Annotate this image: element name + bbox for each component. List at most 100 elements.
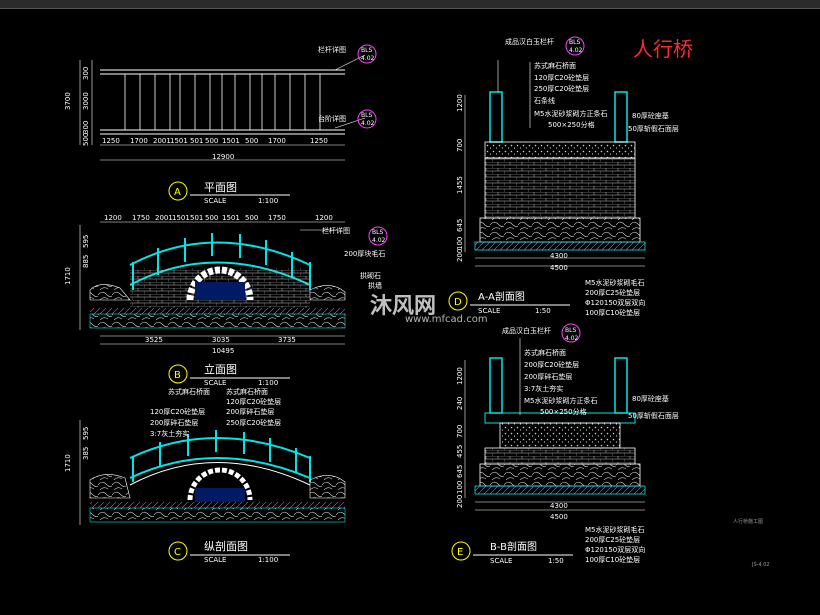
long-dim-left-2: 595 <box>82 427 90 440</box>
view-b-scale-label: SCALE <box>204 379 226 387</box>
plan-dim-10: 1250 <box>310 137 328 145</box>
plan-dim-3: 2001 <box>153 137 171 145</box>
long-note-r4: 250厚C20砼垫层 <box>226 418 281 427</box>
sa-note-5: M5水泥砂浆砌方正条石 <box>534 109 608 118</box>
plan-dim-7: 1501 <box>222 137 240 145</box>
sa-dim-b1: 4300 <box>550 252 568 260</box>
sb-note-4: 3:7灰土夯实 <box>524 384 563 393</box>
view-labels <box>168 181 573 561</box>
elev-dim-7: 1501 <box>222 214 240 222</box>
footer-code-small: JS-4.02 <box>751 562 770 568</box>
sb-tag-bottom: 4.02 <box>565 335 579 342</box>
elev-total: 10495 <box>212 347 234 355</box>
elev-dim-b2: 3035 <box>212 336 230 344</box>
sa-bottom-2: 200厚C25砼垫层 <box>585 288 640 297</box>
long-note-r3: 200厚碎石垫层 <box>226 407 274 416</box>
sb-dim-left-2: 240 <box>456 397 464 410</box>
drawing-title: 人行桥 <box>633 37 693 61</box>
watermark-logo: 沐风网 <box>370 294 437 319</box>
view-c-letter: C <box>174 547 181 558</box>
view-d-scale-label: SCALE <box>478 307 500 315</box>
sb-dim-left-7: 200 <box>456 495 464 508</box>
plan-dim-8: 500 <box>245 137 258 145</box>
elev-dim-8: 500 <box>245 214 258 222</box>
sb-note-5: M5水泥砂浆砌方正条石 <box>524 396 598 405</box>
view-e-scale-label: SCALE <box>490 557 512 565</box>
elev-callout-arch2: 拱墙 <box>368 281 382 290</box>
view-d-name: A-A剖面图 <box>478 290 525 303</box>
sb-right-2: 50厚斩假石面层 <box>628 411 679 420</box>
long-note-r2: 120厚C20砼垫层 <box>226 397 281 406</box>
elev-callout-stone: 200厚块毛石 <box>344 249 385 258</box>
long-note-1: 苏式麻石桥面 <box>168 387 210 396</box>
view-b-letter: B <box>174 370 181 381</box>
sb-bottom-1: M5水泥砂浆砌毛石 <box>585 525 645 534</box>
elev-dim-b1: 3525 <box>145 336 163 344</box>
view-b-scale: 1:100 <box>258 379 278 387</box>
sa-dim-left-1: 1200 <box>456 94 464 112</box>
sa-note-6: 500×250分格 <box>548 120 595 129</box>
view-a-scale: 1:100 <box>258 197 278 205</box>
sa-dim-left-5: 100 <box>456 237 464 250</box>
sa-right-2: 50厚斩假石面层 <box>628 124 679 133</box>
elev-dim-left-2: 595 <box>82 235 90 248</box>
long-dim-left-3: 385 <box>82 447 90 460</box>
view-b-name: 立面图 <box>204 362 237 376</box>
plan-tag-bottom-2: 4.02 <box>361 120 375 127</box>
sa-note-2: 120厚C20砼垫层 <box>534 73 589 82</box>
view-c-name: 纵剖面图 <box>204 539 248 553</box>
section-b-view <box>464 323 646 511</box>
long-section-view <box>79 420 346 525</box>
sb-note-1: 苏式麻石桥面 <box>524 348 566 357</box>
view-a-scale-label: SCALE <box>204 197 226 205</box>
elev-dim-2: 1750 <box>132 214 150 222</box>
sb-dim-b1: 4300 <box>550 502 568 510</box>
view-d-scale: 1:50 <box>535 307 551 315</box>
sb-top-note: 成品汉白玉栏杆 <box>502 326 551 335</box>
plan-tag-top-1: BLS <box>361 47 372 54</box>
view-c-scale: 1:100 <box>258 556 278 564</box>
plan-dim-left-2: 300 <box>82 67 90 80</box>
sa-bottom-4: 100厚C10砼垫层 <box>585 308 640 317</box>
sa-tag-top: BLS <box>569 39 580 46</box>
plan-total: 12900 <box>212 153 234 161</box>
view-c-scale-label: SCALE <box>204 556 226 564</box>
view-a-name: 平面图 <box>204 181 237 194</box>
sa-dim-left-6: 200 <box>456 249 464 262</box>
sb-bottom-2: 200厚C25砼垫层 <box>585 535 640 544</box>
view-d-letter: D <box>454 297 462 308</box>
elev-dim-left-1: 1710 <box>64 267 72 285</box>
elev-dim-9: 1750 <box>268 214 286 222</box>
sb-dim-left-1: 1200 <box>456 367 464 385</box>
view-e-letter: E <box>457 547 463 558</box>
elev-dim-4: 1501 <box>172 214 190 222</box>
plan-dim-9: 1700 <box>268 137 286 145</box>
sa-right-1: 80厚砼座基 <box>632 111 669 120</box>
plan-dim-left-5: 500 <box>82 133 90 146</box>
plan-dim-left-3: 3000 <box>82 92 90 110</box>
sa-tag-bottom: 4.02 <box>569 47 583 54</box>
sa-top-note: 成品汉白玉栏杆 <box>505 37 554 46</box>
sa-bottom-3: Φ120150双层双向 <box>585 298 645 307</box>
view-e-scale: 1:50 <box>548 557 564 565</box>
plan-callout-step: 台阶详图 <box>318 114 346 123</box>
elev-dim-b3: 3735 <box>278 336 296 344</box>
footer-title-small: 人行桥施工图 <box>733 518 763 525</box>
elev-dim-10: 1200 <box>315 214 333 222</box>
plan-dim-5: 501 <box>190 137 203 145</box>
sa-note-4: 石条线 <box>534 96 555 105</box>
elev-dim-5: 501 <box>190 214 203 222</box>
long-note-4: 3:7灰土夯实 <box>150 429 189 438</box>
sb-dim-left-4: 455 <box>456 445 464 458</box>
sb-bottom-3: Φ120150双层双向 <box>585 545 645 554</box>
long-note-r1: 苏式麻石桥面 <box>226 387 268 396</box>
long-dim-left-1: 1710 <box>64 454 72 472</box>
elev-tag-bottom: 4.02 <box>372 237 386 244</box>
view-a-letter: A <box>174 187 181 198</box>
watermark-url: www.mfcad.com <box>405 314 488 325</box>
sa-dim-left-2: 700 <box>456 139 464 152</box>
plan-tag-bottom-1: 4.02 <box>361 55 375 62</box>
plan-tag-top-2: BLS <box>361 112 372 119</box>
elev-dim-6: 500 <box>205 214 218 222</box>
